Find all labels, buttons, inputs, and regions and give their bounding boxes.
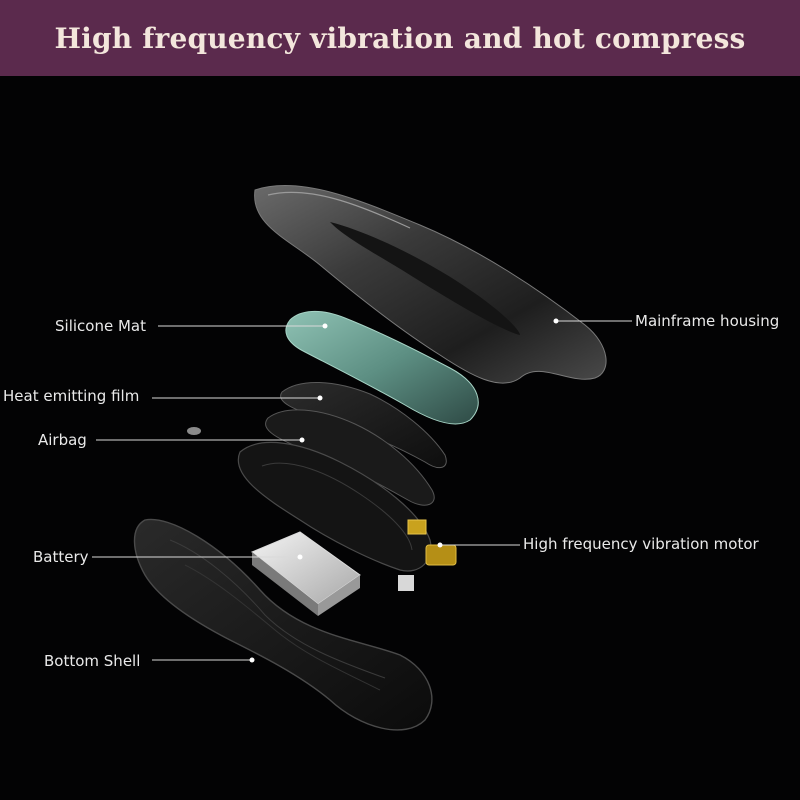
mainframe-housing-part xyxy=(254,184,607,384)
callout-dots xyxy=(249,318,559,663)
label-vibration-motor: High frequency vibration motor xyxy=(523,535,759,553)
label-mainframe-housing: Mainframe housing xyxy=(635,312,780,330)
bottom-shell-part xyxy=(133,518,433,731)
label-battery: Battery xyxy=(33,548,89,566)
banner-title: High frequency vibration and hot compres… xyxy=(54,21,746,55)
title-banner: High frequency vibration and hot compres… xyxy=(0,0,800,76)
label-airbag: Airbag xyxy=(38,431,87,449)
label-bottom-shell: Bottom Shell xyxy=(44,652,141,670)
label-silicone-mat: Silicone Mat xyxy=(55,317,146,335)
vibration-motor-part xyxy=(398,519,457,591)
label-heat-emitting-film: Heat emitting film xyxy=(3,387,140,405)
callout-lines xyxy=(92,320,632,661)
silicone-mat-part xyxy=(285,311,479,425)
battery-part xyxy=(251,531,361,616)
